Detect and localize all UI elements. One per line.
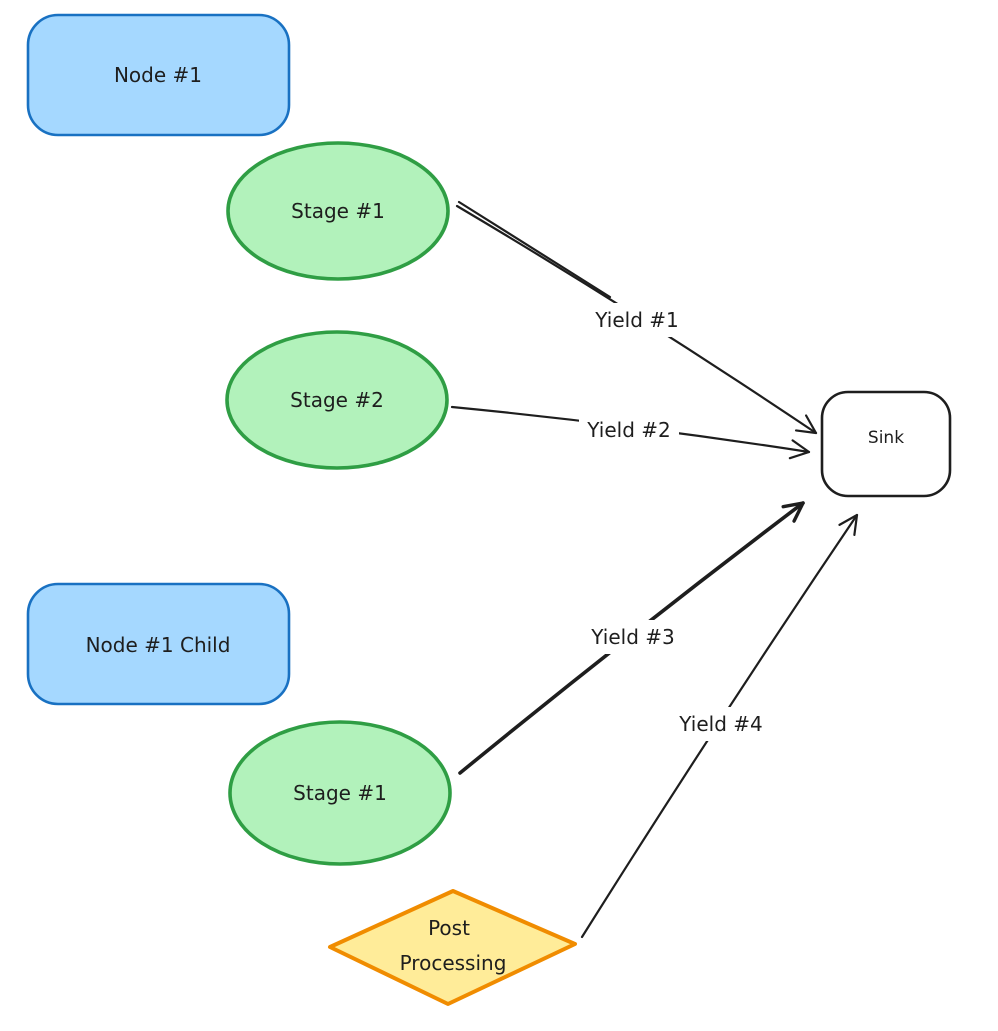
node-node1-child: Node #1 Child bbox=[26, 582, 291, 706]
node-node1-shape bbox=[26, 13, 291, 137]
node-stage1: Stage #1 bbox=[226, 141, 450, 281]
node-stage1-label: Stage #1 bbox=[291, 199, 385, 223]
node-node1-label: Node #1 bbox=[114, 63, 202, 87]
node-stage1-shape bbox=[226, 141, 450, 281]
edge-yield2: Yield #2 bbox=[450, 405, 811, 460]
node-sink-label: Sink bbox=[868, 428, 904, 448]
node-stage2: Stage #2 bbox=[225, 330, 449, 470]
node-stage1-child-shape bbox=[228, 720, 452, 866]
node-post-processing-label-line1: Post bbox=[428, 916, 470, 940]
node-sink: Sink bbox=[820, 390, 952, 498]
edge-yield1-label-bg bbox=[587, 303, 687, 337]
edge-yield3-label-bg bbox=[583, 620, 683, 654]
node-stage2-label: Stage #2 bbox=[290, 388, 384, 412]
node-stage1-child-label: Stage #1 bbox=[293, 781, 387, 805]
edge-yield4-label-bg bbox=[671, 707, 771, 741]
edge-yield1-double-stroke bbox=[457, 200, 612, 299]
node-sink-shape bbox=[820, 390, 952, 498]
node-node1: Node #1 bbox=[26, 13, 291, 137]
node-post-processing: Post Processing bbox=[328, 889, 577, 1006]
edge-yield3-label: Yield #3 bbox=[590, 625, 674, 649]
node-stage1-child: Stage #1 bbox=[228, 720, 452, 866]
edge-yield1: Yield #1 bbox=[455, 200, 818, 435]
edge-yield3: Yield #3 bbox=[458, 501, 805, 775]
node-stage2-shape bbox=[225, 330, 449, 470]
node-node1-child-shape bbox=[26, 582, 291, 706]
node-node1-child-label: Node #1 Child bbox=[86, 633, 231, 657]
edge-yield2-label-bg bbox=[579, 413, 679, 447]
edge-yield2-label: Yield #2 bbox=[586, 418, 670, 442]
edge-yield4: Yield #4 bbox=[580, 513, 859, 939]
edge-yield4-label: Yield #4 bbox=[678, 712, 762, 736]
edge-yield1-label: Yield #1 bbox=[594, 308, 678, 332]
node-post-processing-label-line2: Processing bbox=[400, 951, 507, 975]
node-post-processing-shape bbox=[328, 889, 577, 1006]
